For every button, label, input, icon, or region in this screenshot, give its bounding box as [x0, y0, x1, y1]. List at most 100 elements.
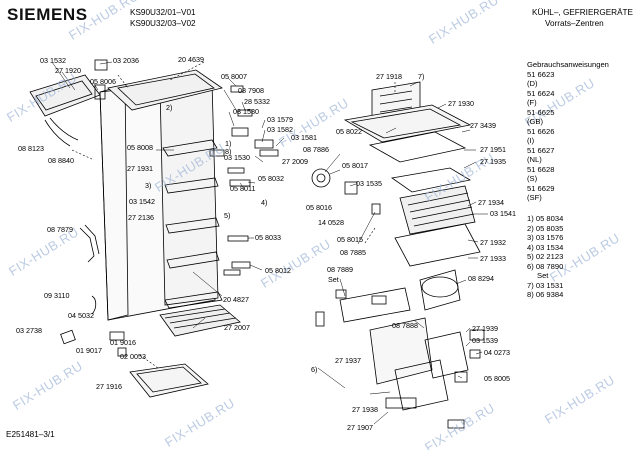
part-label: 04 0273	[484, 348, 510, 357]
part-label: 08 8123	[18, 144, 44, 153]
manual-entry: (GB)	[527, 117, 544, 126]
part-label: 08 7889	[327, 265, 353, 274]
manual-entry: (F)	[527, 98, 537, 107]
footnote-entry: 2) 05 8035	[527, 223, 564, 233]
part-label: 05 8015	[337, 235, 363, 244]
document-code: E251481–3/1	[6, 430, 55, 439]
part-label: 08 7888	[392, 321, 418, 330]
footnote-entry: 6) 08 7890	[527, 261, 564, 271]
part-label: 27 1939	[472, 324, 498, 333]
part-label: 08 8840	[48, 156, 74, 165]
part-label: Set	[328, 275, 339, 284]
brand-logo: SIEMENS	[7, 5, 88, 24]
part-label: 05 8008	[127, 143, 153, 152]
part-label: 08 8294	[468, 274, 494, 283]
footnote-entry: 8) 06 9384	[527, 290, 564, 299]
footnote-entry: 1) 05 8034	[527, 214, 564, 223]
part-label: 05 8012	[265, 266, 291, 275]
manual-entry: 51 6623	[527, 69, 555, 79]
part-label: 08 7885	[340, 248, 366, 257]
part-label: 05 8017	[342, 161, 368, 170]
footnote-entry: 4) 03 1534	[527, 242, 564, 252]
part-label: 27 2136	[128, 213, 154, 222]
part-label: 27 1937	[335, 356, 361, 365]
manual-entry: (NL)	[527, 155, 542, 164]
part-label: 7)	[418, 72, 425, 81]
part-label: 03 1539	[472, 336, 498, 345]
part-label: 05 8033	[255, 233, 281, 242]
part-label: 27 1934	[478, 198, 504, 207]
part-label: 27 1933	[480, 254, 506, 263]
part-label: 05 8007	[221, 72, 247, 81]
footnote-entry: Set	[537, 271, 549, 280]
part-label: 05 8005	[484, 374, 510, 383]
part-label: 27 2009	[282, 157, 308, 166]
part-label: 03 2738	[16, 326, 42, 335]
part-label: 05 8011	[230, 184, 256, 193]
part-label: 4)	[261, 198, 268, 207]
category-title: KÜHL–, GEFRIERGERÄTE	[532, 8, 634, 17]
part-label: 01 9016	[110, 338, 136, 347]
part-label: 20 4639	[178, 55, 204, 64]
part-label: 27 1935	[480, 157, 506, 166]
manual-entry: 51 6628	[527, 164, 555, 174]
part-label: 03 1579	[267, 115, 293, 124]
manual-entry: (D)	[527, 79, 538, 88]
part-label: 20 4827	[223, 295, 249, 304]
part-label: 03 1532	[40, 56, 66, 65]
part-label: 08 7879	[47, 225, 73, 234]
part-label: 27 1938	[352, 405, 378, 414]
category-subtitle: Vorrats–Zentren	[545, 19, 604, 28]
part-label: 05 8016	[306, 203, 332, 212]
part-label: 01 9017	[76, 346, 102, 355]
part-label: 3)	[145, 181, 152, 190]
part-label: 05 8006	[90, 77, 116, 86]
part-label: 28 5332	[244, 97, 270, 106]
part-label: 03 1581	[291, 133, 317, 142]
part-label: 03 1530	[224, 153, 250, 162]
part-label: 27 1918	[376, 72, 402, 81]
part-label: 27 1951	[480, 145, 506, 154]
part-label: 27 1932	[480, 238, 506, 247]
part-label: 14 0528	[318, 218, 344, 227]
manual-entry: 51 6629	[527, 183, 555, 193]
footnote-entry: 3) 03 1576	[527, 233, 564, 242]
part-label: 27 1907	[347, 423, 373, 432]
part-label: 27 1916	[96, 382, 122, 391]
part-label: 8)	[225, 147, 232, 156]
manual-entry: 51 6625	[527, 107, 555, 117]
manual-entry: 51 6627	[527, 145, 555, 155]
part-label: 05 8022	[336, 127, 362, 136]
part-label: 27 2007	[224, 323, 250, 332]
part-label: 5)	[224, 211, 231, 220]
model-number-2: KS90U32/03–V02	[130, 19, 196, 28]
part-label: 03 1541	[490, 209, 516, 218]
model-number-1: KS90U32/01–V01	[130, 8, 196, 17]
part-label: 05 8032	[258, 174, 284, 183]
manual-entry: 51 6626	[527, 126, 555, 136]
part-label: 09 3110	[44, 291, 70, 300]
manual-entry: (I)	[527, 136, 535, 145]
footnote-entry: 7) 03 1531	[527, 280, 564, 290]
manual-entry: 51 6624	[527, 88, 555, 98]
part-label: 04 5032	[68, 311, 94, 320]
footnote-entry: 5) 02 2123	[527, 252, 564, 261]
part-label: 03 1542	[129, 197, 155, 206]
part-label: 2)	[166, 103, 173, 112]
part-label: 27 1931	[127, 164, 153, 173]
part-label: 03 1580	[233, 107, 259, 116]
part-label: 03 1535	[356, 179, 382, 188]
part-label: 08 7886	[303, 145, 329, 154]
part-label: 27 3439	[470, 121, 496, 130]
part-label: 27 1920	[55, 66, 81, 75]
part-label: 27 1930	[448, 99, 474, 108]
manual-entry: (S)	[527, 174, 538, 183]
part-label: 1)	[225, 139, 232, 148]
part-label: 6)	[311, 365, 318, 374]
manuals-title: Gebrauchsanweisungen	[527, 60, 609, 69]
part-label: 08 7908	[238, 86, 264, 95]
part-label: 02 0053	[120, 352, 146, 361]
part-label: 03 1582	[267, 125, 293, 134]
